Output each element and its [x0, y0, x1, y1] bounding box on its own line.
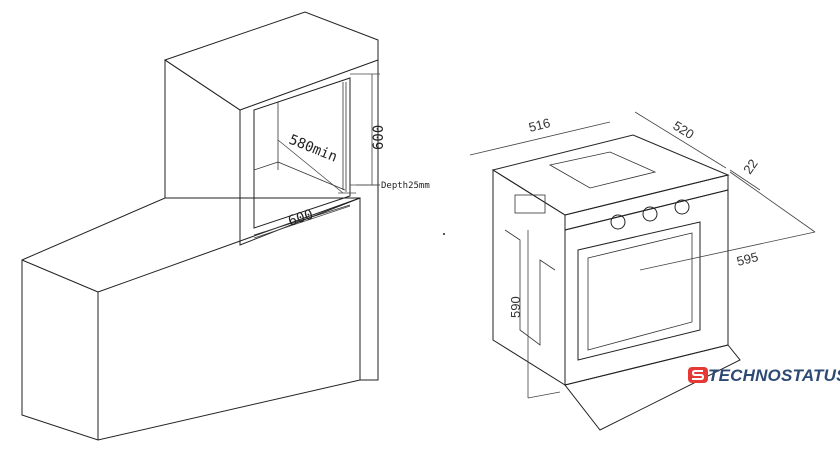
knob-icon: [642, 206, 658, 222]
cabinet-drawing: 580min 600 600 Depth25mm: [21, 11, 430, 441]
dim-595-line: [639, 231, 816, 271]
niche-inner: [253, 161, 279, 171]
dim-590-label: 590: [508, 296, 523, 318]
niche-base: [253, 204, 351, 236]
dim-22-line: [729, 169, 761, 191]
niche-opening: [253, 77, 351, 229]
dim-520-line: [634, 111, 727, 169]
oven-cavity-inner: [587, 232, 693, 351]
base-edge: [21, 259, 99, 293]
oven-side: [492, 169, 566, 386]
technostatus-logo-text: TECHNOSTATUS: [708, 366, 840, 385]
oven-front: [564, 189, 729, 386]
niche-inner: [277, 161, 346, 191]
stray-dot: [443, 233, 445, 235]
oven-top-recess: [548, 151, 657, 189]
oven-top: [491, 134, 730, 216]
base-edge: [97, 197, 361, 293]
dim-600w-line: [253, 205, 351, 239]
tall-edge: [239, 59, 379, 111]
tall-edge: [164, 59, 241, 111]
technostatus-logo-icon: [688, 367, 708, 383]
dim-516-label: 516: [527, 115, 552, 135]
control-panel: [564, 174, 729, 231]
dim-depth-label: Depth25mm: [381, 181, 430, 191]
dim-580-label: 580min: [287, 132, 340, 166]
dim-600-width-label: 600: [286, 207, 315, 230]
dim-595-ext: [729, 171, 816, 233]
knob-icon: [610, 214, 626, 230]
dim-590-ext: [527, 391, 561, 399]
oven-door: [564, 344, 741, 431]
base-cabinet-outline: [21, 197, 361, 441]
tall-cabinet-outline: [163, 11, 379, 381]
dim-22-label: 22: [740, 156, 761, 176]
oven-side-handle: [514, 194, 546, 214]
dim-600-height-label: 600: [371, 125, 387, 150]
oven-cavity: [577, 221, 701, 361]
knob-icon: [674, 199, 690, 215]
dim-580-line: [277, 139, 344, 194]
dim-595-label: 595: [735, 249, 760, 269]
dim-516-line: [469, 121, 611, 156]
dim-520-label: 520: [670, 118, 696, 142]
oven-side-detail: [504, 229, 556, 346]
